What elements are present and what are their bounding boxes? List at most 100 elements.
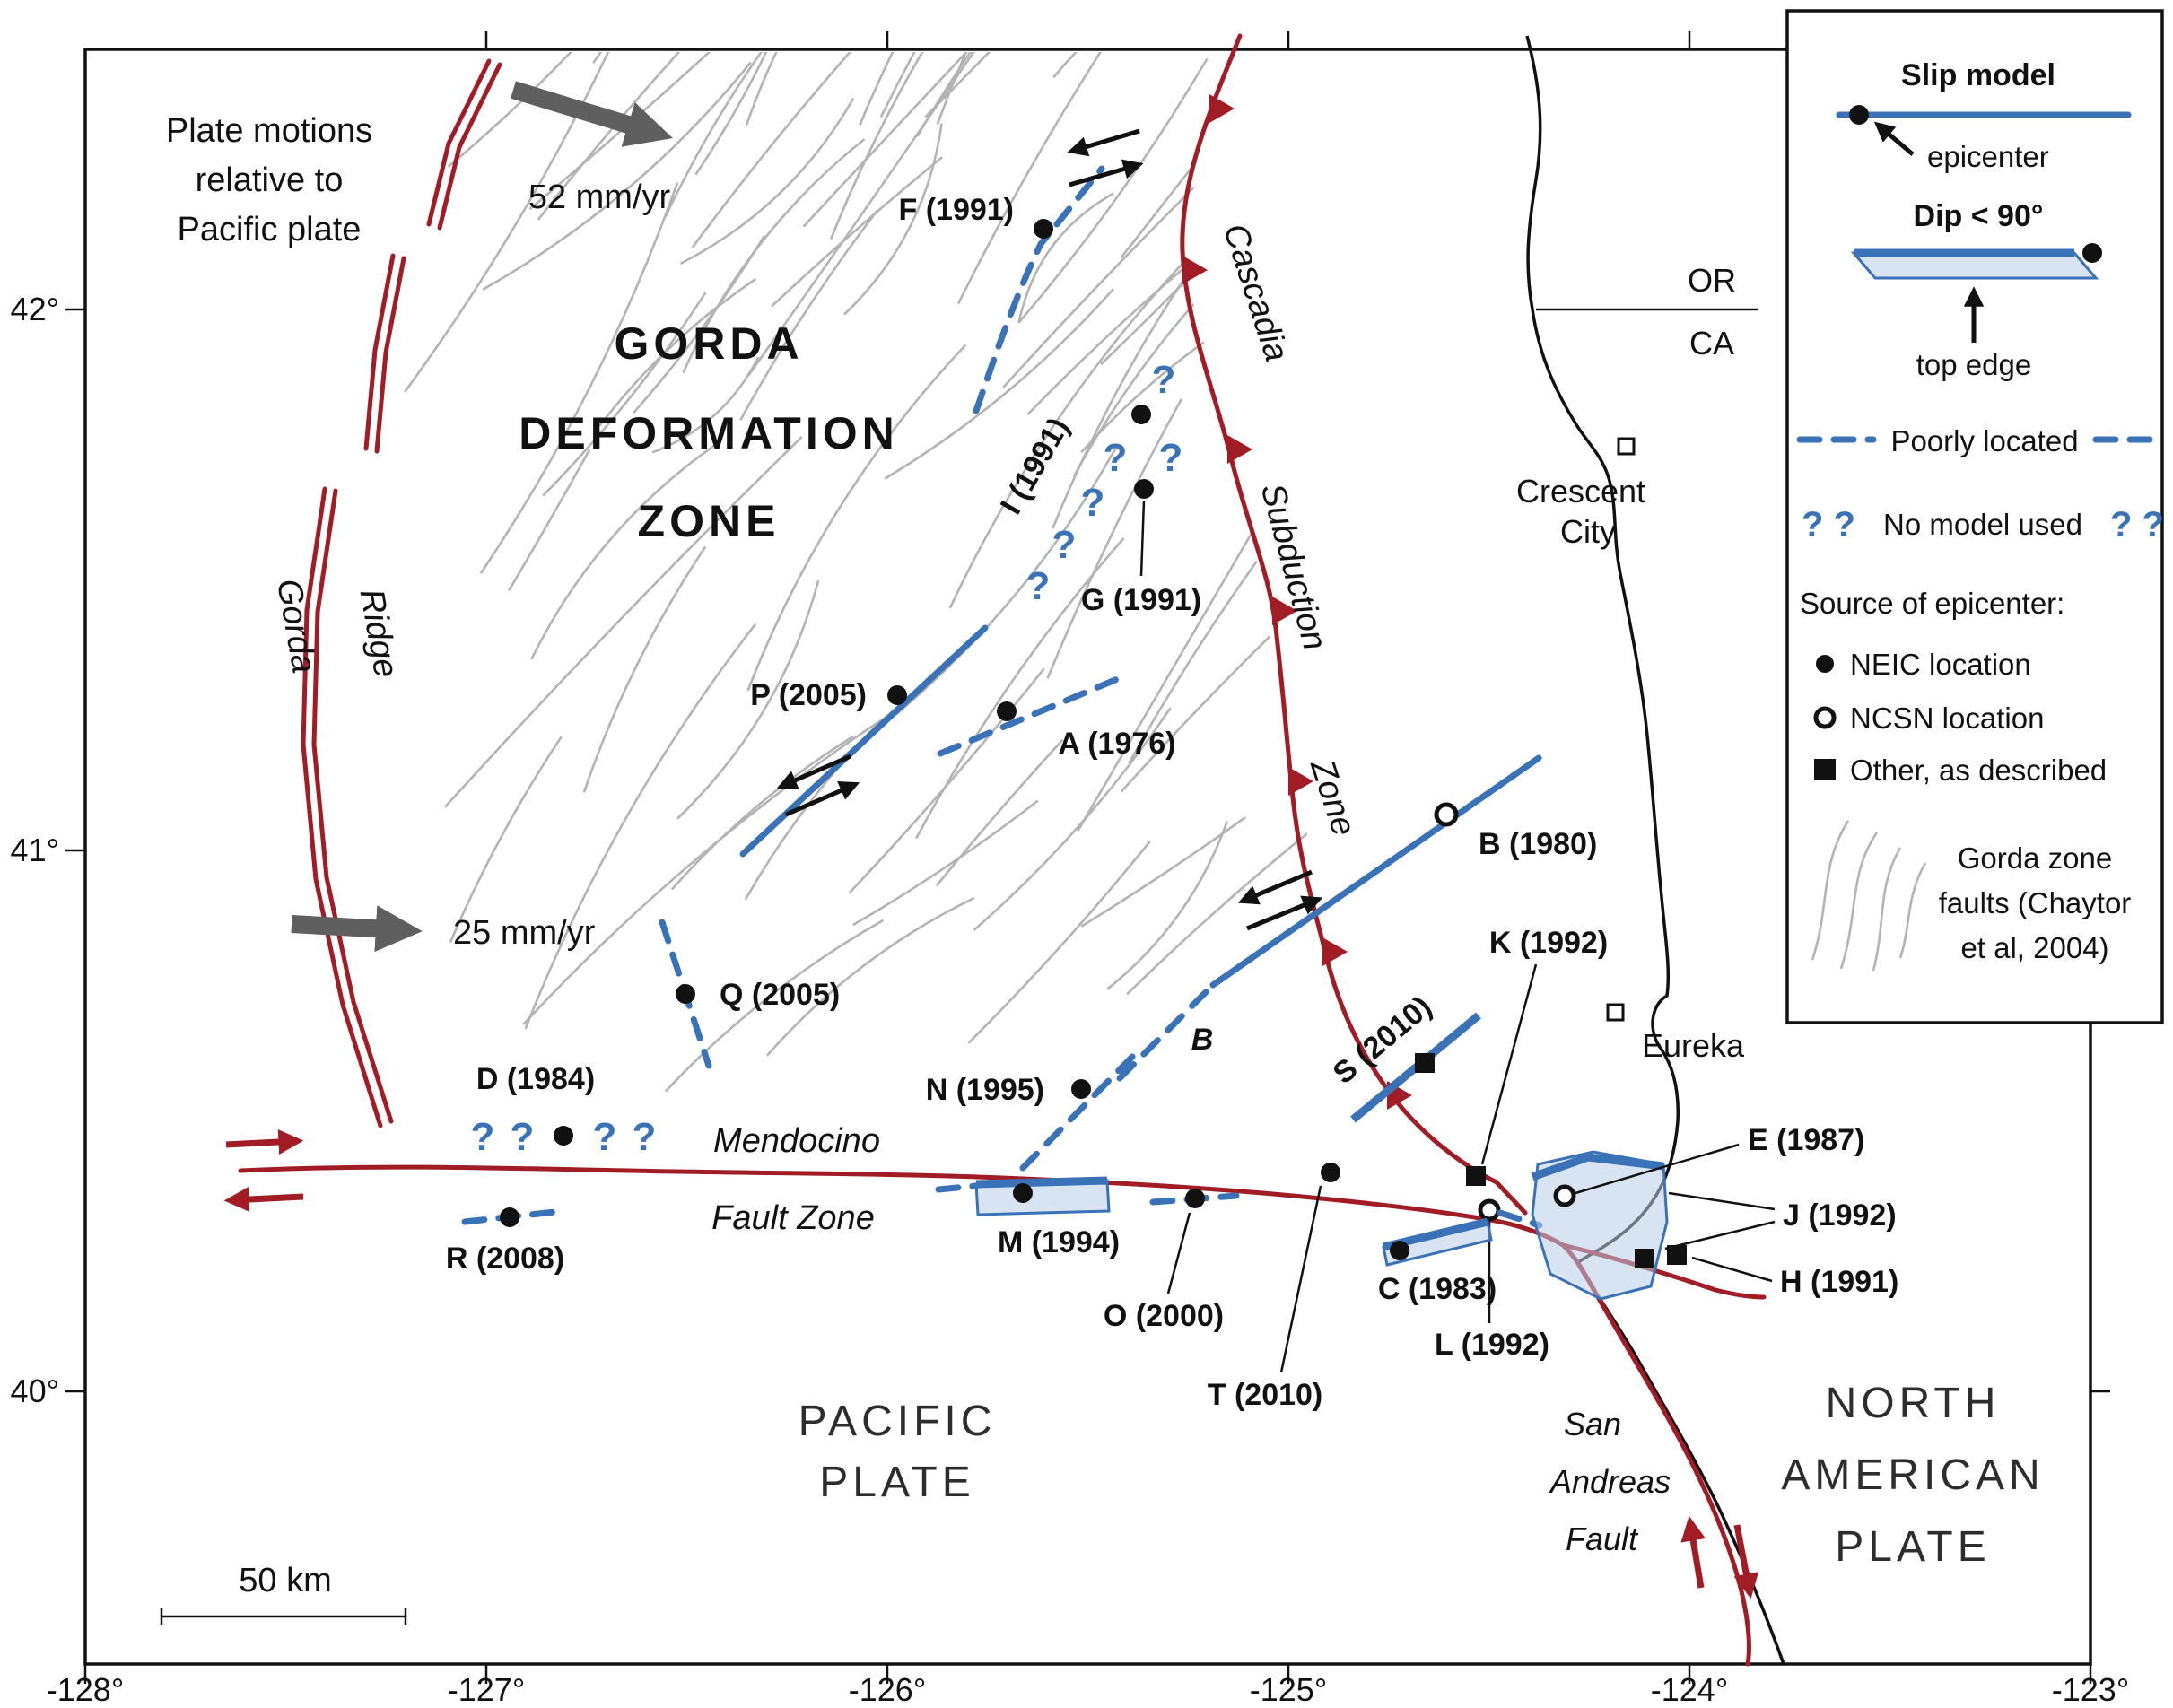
k-leader [1480,963,1538,1165]
epicenter-M [1013,1183,1033,1203]
event-label-L: L (1992) [1435,1328,1549,1362]
epicenter-N [1071,1079,1091,1099]
eureka-marker [1606,1003,1625,1022]
subduction-teeth [1182,94,1412,1110]
epicenter-R [500,1207,519,1227]
gorda-ridge-label-2: Ridge [353,586,406,680]
cascadia-subduction-zone: Cascadia Subduction Zone [1180,33,1528,1216]
legend-poorly-located-label: Poorly located [1890,424,2078,458]
slip-line-P [739,624,989,858]
legend-epicenter-arrow [1873,121,1915,156]
legend-slip-model-title: Slip model [1901,58,2055,92]
t-leader [1279,1185,1322,1373]
san-andreas-label-2: Andreas [1549,1463,1671,1500]
legend: Slip model epicenter Dip < 90° top edge … [1785,9,2164,1024]
rate-25-label: 25 mm/yr [453,914,596,952]
legend-other-square [1814,759,1836,780]
p-shear-arrow-right [785,780,860,817]
legend-epicenter-label: epicenter [1927,140,2049,173]
arrow-52mmyr [511,81,673,147]
g-leader [1139,500,1146,577]
scale-bar: 50 km [160,1562,407,1625]
san-andreas-slip-arrow-up [1680,1515,1706,1589]
epicenter-F [1034,219,1053,239]
event-label-T: T (2010) [1208,1378,1323,1412]
pacific-plate-label-1: PACIFIC [799,1398,997,1445]
plate-motion-note-1: Plate motions [166,112,372,150]
m-dash-ext [935,1182,980,1193]
mendocino-label-1: Mendocino [713,1122,880,1160]
b-segment-label: B [1191,1023,1214,1057]
plate-motion-arrows: 52 mm/yr 25 mm/yr Plate motions relative… [166,81,673,953]
legend-box [1785,9,2164,1024]
legend-gorda-squiggles [1811,820,1927,972]
legend-epicenter-dot [1849,105,1869,125]
event-label-M: M (1994) [998,1225,1120,1259]
north-american-label-1: NORTH [1826,1380,2001,1427]
legend-dip-title: Dip < 90° [1914,199,2044,233]
scale-bar-label: 50 km [239,1562,331,1599]
legend-neic-label: NEIC location [1850,648,2031,681]
crescent-city-label-2: City [1560,513,1616,550]
x-tick-123: -123° [2052,1671,2129,1708]
d-qmark-4: ? [633,1115,657,1159]
san-andreas-slip-arrow-down [1733,1524,1759,1599]
event-label-D: D (1984) [476,1062,595,1096]
coastline-group: OR CA Crescent City Eureka [1516,35,1785,1665]
event-label-Q: Q (2005) [720,978,840,1012]
cascadia-label-1: Cascadia [1216,219,1296,366]
event-label-O: O (2000) [1104,1299,1224,1333]
l-slip-dash [1497,1209,1543,1229]
o-leader [1166,1212,1191,1294]
epicenter-A [997,702,1017,721]
i-qmark-4: ? [1081,481,1105,525]
y-tick-41: 41° [11,832,59,868]
b-shear-arrow-left [1237,869,1313,905]
epicenter-E [1553,1184,1576,1207]
j-leader-2 [1664,1220,1776,1250]
epicenter-O [1185,1189,1205,1208]
epicenter-H [1635,1249,1654,1268]
legend-top-edge-label: top edge [1916,348,2031,381]
gorda-zone-label-3: ZONE [638,496,781,546]
epicenter-I [1131,405,1151,424]
san-andreas-label-1: San [1564,1406,1621,1442]
rate-52-label: 52 mm/yr [528,179,671,216]
arrow-25mmyr [291,905,423,953]
legend-qq-left: ? ? [1802,505,1855,545]
north-american-label-3: PLATE [1835,1523,1991,1571]
epicenter-P [887,685,907,705]
or-label: OR [1688,262,1736,299]
d-qmark-1: ? [471,1115,495,1159]
x-tick-127: -127° [448,1671,525,1708]
j-leader-1 [1668,1191,1776,1211]
event-label-C: C (1983) [1378,1272,1497,1306]
slip-line-N [1019,1048,1141,1172]
ca-label: CA [1689,325,1734,362]
plate-motion-note-2: relative to [196,161,344,199]
event-label-H: H (1991) [1780,1265,1898,1299]
map-frame: -128° -127° -126° -125° -124° -123° 42° … [11,31,2129,1708]
i-qmark-1: ? [1152,358,1176,402]
slip-models: F (1991) I (1991) ? ? ? ? ? ? G (1991) A… [446,128,1898,1412]
crescent-city-marker [1617,437,1636,456]
legend-gorda-faults-1: Gorda zone [1958,841,2112,875]
mendocino-slip-arrow-left [223,1187,304,1213]
slip-line-F [973,165,1105,414]
h-leader [1691,1256,1773,1283]
san-andreas-label-3: Fault [1566,1521,1639,1557]
f-shear-arrow-right [1069,159,1144,187]
i-qmark-2: ? [1104,436,1128,480]
epicenter-Q [676,984,695,1004]
eureka-label: Eureka [1642,1027,1745,1064]
mendocino-slip-arrow-right [225,1129,304,1155]
pacific-plate-label-2: PLATE [819,1459,975,1506]
gorda-ridge-label-1: Gorda [269,576,323,675]
x-tick-124: -124° [1651,1671,1728,1708]
legend-source-title: Source of epicenter: [1800,587,2064,620]
legend-dip-dot [2082,243,2102,263]
i-qmark-5: ? [1052,523,1077,567]
cascadia-label-3: Zone [1303,754,1363,841]
event-label-R: R (2008) [446,1242,564,1276]
coastline [1525,35,1785,1665]
